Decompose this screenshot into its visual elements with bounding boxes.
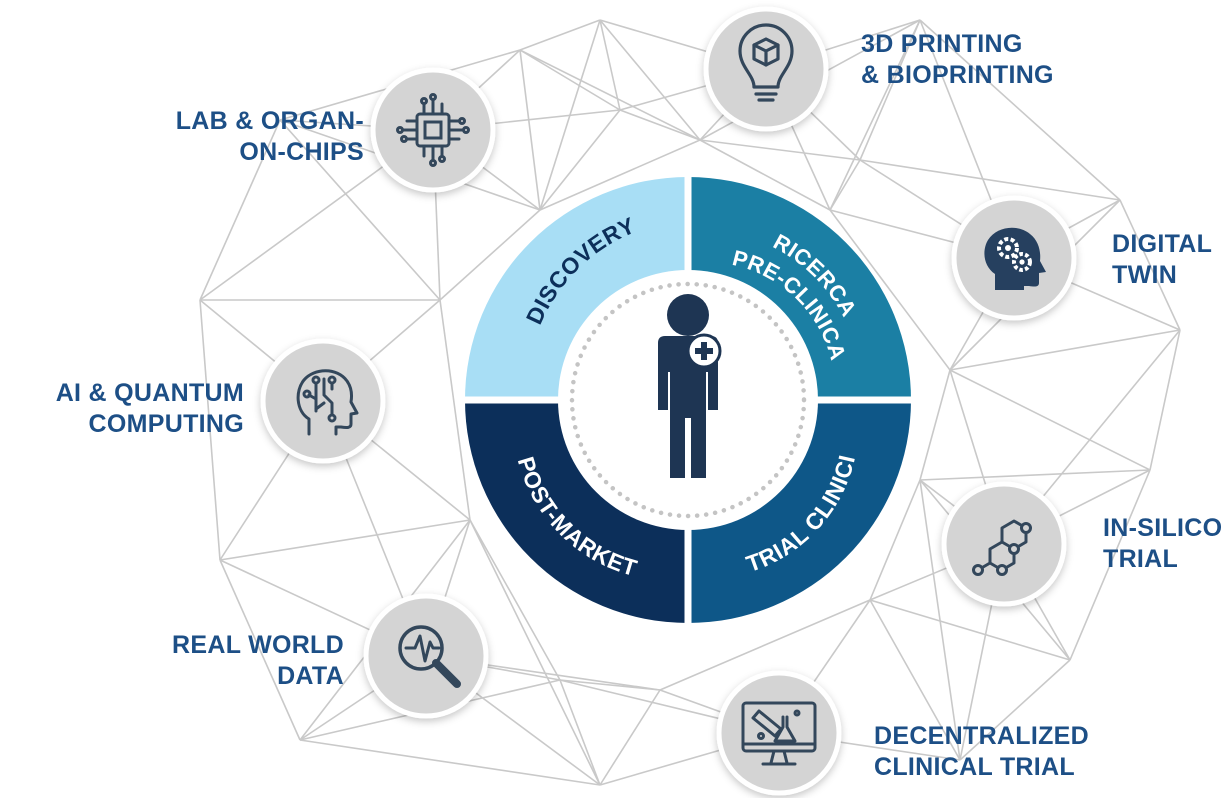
monitor-lab-flask-icon <box>741 701 817 766</box>
network-edge <box>469 519 601 786</box>
node-real-world <box>363 593 489 719</box>
node-digital-twin <box>951 195 1077 321</box>
label-printing-line2: & BIOPRINTING <box>861 61 1054 89</box>
network-edge <box>599 19 621 111</box>
network-edge <box>919 479 961 761</box>
network-edge <box>699 139 861 161</box>
network-edge <box>919 469 1151 481</box>
network-edge <box>199 119 281 301</box>
label-ai-quantum-line1: AI & QUANTUM <box>55 379 244 407</box>
network-edge <box>619 109 701 141</box>
molecule-icon <box>972 519 1032 576</box>
microchip-icon <box>396 93 470 167</box>
network-edge <box>949 369 1151 471</box>
node-ai-quantum <box>260 338 386 464</box>
label-lab-chips: LAB & ORGAN- ON-CHIPS <box>176 106 364 168</box>
network-edge <box>599 19 701 141</box>
label-decentralized: DECENTRALIZED CLINICAL TRIAL <box>874 721 1089 783</box>
person-with-medical-cross-icon <box>658 294 722 478</box>
network-edge <box>659 599 871 691</box>
network-edge <box>859 159 1121 201</box>
network-edge <box>539 109 621 211</box>
network-edge <box>559 679 601 786</box>
label-ai-quantum-line2: COMPUTING <box>88 410 244 438</box>
dotted-ring <box>569 281 807 519</box>
label-real-world: REAL WORLD DATA <box>172 630 344 692</box>
network-edge <box>279 119 441 301</box>
label-printing-line1: 3D PRINTING <box>861 30 1023 58</box>
network-edge <box>859 19 921 161</box>
label-digital-twin: DIGITAL TWIN <box>1112 229 1212 291</box>
network-edge <box>539 19 601 211</box>
network-edge <box>219 559 301 741</box>
network-edge <box>829 209 951 371</box>
node-printing <box>703 6 829 132</box>
label-real-world-line1: REAL WORLD <box>172 631 344 659</box>
label-in-silico-line1: IN-SILICO <box>1103 514 1223 542</box>
label-in-silico-line2: TRIAL <box>1103 545 1179 573</box>
label-in-silico: IN-SILICO TRIAL <box>1103 513 1222 575</box>
network-edge <box>469 519 561 681</box>
head-circuit-icon <box>296 369 359 436</box>
network-edge <box>439 299 471 521</box>
network-edge <box>919 19 1121 201</box>
network-edge <box>869 479 921 601</box>
network-edge <box>519 49 621 111</box>
magnifier-pulse-icon <box>398 625 461 688</box>
network-edge <box>1119 199 1181 331</box>
label-printing: 3D PRINTING & BIOPRINTING <box>861 29 1054 91</box>
node-in-silico <box>941 481 1067 607</box>
network-edge <box>869 599 961 761</box>
head-gears-icon <box>984 227 1046 290</box>
network-edge <box>919 369 951 481</box>
label-digital-twin-line1: DIGITAL <box>1112 230 1213 258</box>
network-edge <box>599 689 661 786</box>
label-lab-chips-line2: ON-CHIPS <box>239 138 364 166</box>
label-decentralized-line2: CLINICAL TRIAL <box>874 753 1075 781</box>
node-decentralized <box>716 670 842 796</box>
label-real-world-line2: DATA <box>277 662 344 690</box>
network-edge <box>949 329 1181 371</box>
network-edge <box>299 739 601 786</box>
network-edge <box>519 49 541 211</box>
network-edge <box>439 209 541 301</box>
label-ai-quantum: AI & QUANTUM COMPUTING <box>56 378 244 440</box>
network-edge <box>869 599 1071 661</box>
network-edge <box>519 49 701 141</box>
label-digital-twin-line2: TWIN <box>1112 261 1178 289</box>
network-edge <box>829 19 921 211</box>
network-edge <box>1069 469 1151 661</box>
network-edge <box>1149 329 1181 471</box>
network-edge <box>519 19 601 51</box>
label-decentralized-line1: DECENTRALIZED <box>874 722 1090 750</box>
label-lab-chips-line1: LAB & ORGAN- <box>175 107 364 135</box>
network-edge <box>199 299 221 561</box>
lightbulb-cube-icon <box>738 23 794 102</box>
network-edge <box>219 519 471 561</box>
network-edge <box>699 139 831 211</box>
network-edge <box>829 159 861 211</box>
network-edge <box>959 659 1071 761</box>
network-edge <box>539 139 701 211</box>
node-lab-chips <box>370 67 496 193</box>
